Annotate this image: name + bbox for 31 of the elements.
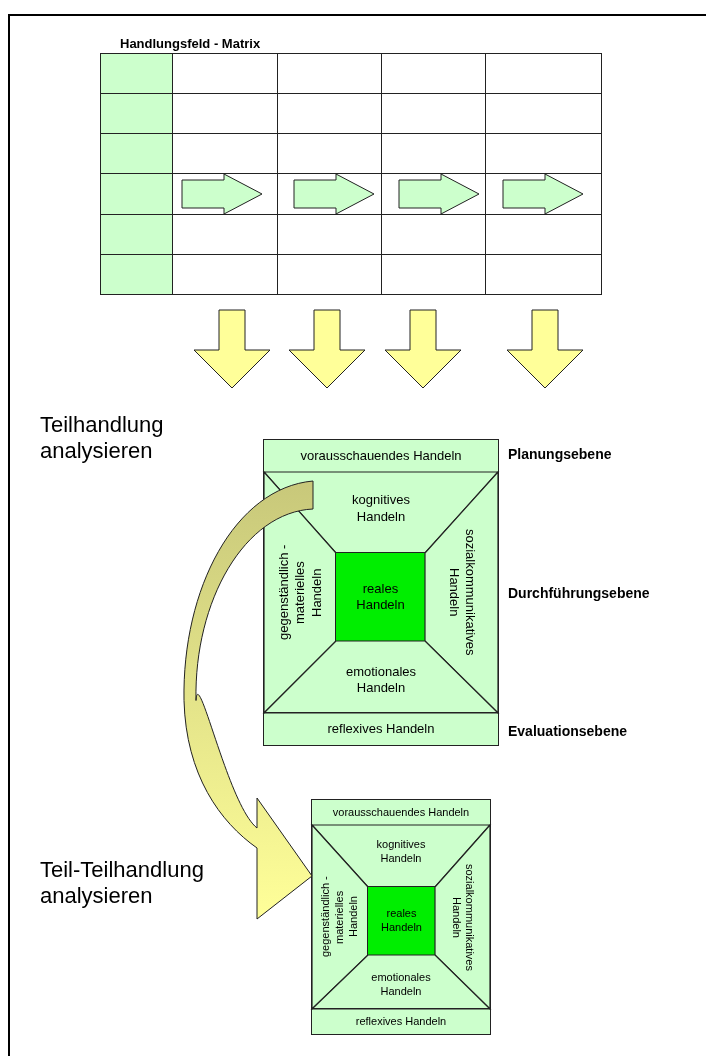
step-label: Teil-Teilhandlung analysieren: [40, 857, 205, 910]
panel-label: sozialkommunikatives Handeln: [449, 862, 477, 973]
panel-label: reflexives Handeln: [327, 720, 435, 738]
panel-label: sozialkommunikatives Handeln: [445, 528, 478, 658]
panel-label: emotionales Handeln: [344, 663, 418, 697]
panel-label: vorausschauendes Handeln: [300, 447, 462, 465]
level-label: Durchführungsebene: [508, 585, 651, 602]
trapezoid-panel: [425, 472, 498, 713]
level-label: Evaluationsebene: [508, 723, 629, 740]
center-square: [336, 553, 425, 641]
panel-label: vorausschauendes Handeln: [332, 805, 470, 820]
block-arrow: [288, 309, 366, 389]
center-square: [368, 887, 435, 955]
panel-label: reales Handeln: [355, 580, 406, 614]
panel-label: kognitives Handeln: [351, 492, 411, 525]
block-arrow: [384, 309, 462, 389]
panel-label: emotionales Handeln: [370, 971, 432, 999]
box-frame: [312, 800, 490, 1034]
curved-arrow: [183, 480, 314, 920]
panel-label: reflexives Handeln: [355, 1014, 447, 1029]
block-arrow: [506, 309, 584, 389]
block-arrow: [193, 309, 271, 389]
table-title: Handlungsfeld - Matrix: [120, 36, 261, 51]
panel-label: kognitives Handeln: [375, 838, 427, 866]
panel-label: gegenständlich - materielles Handeln: [275, 543, 325, 643]
box-frame: [264, 440, 498, 745]
level-label: Planungsebene: [508, 446, 613, 463]
panel-label: gegenständlich - materielles Handeln: [319, 875, 360, 960]
step-label: Teilhandlung analysieren: [40, 412, 165, 465]
trapezoid-panel: [435, 825, 490, 1009]
panel-label: reales Handeln: [380, 907, 423, 935]
